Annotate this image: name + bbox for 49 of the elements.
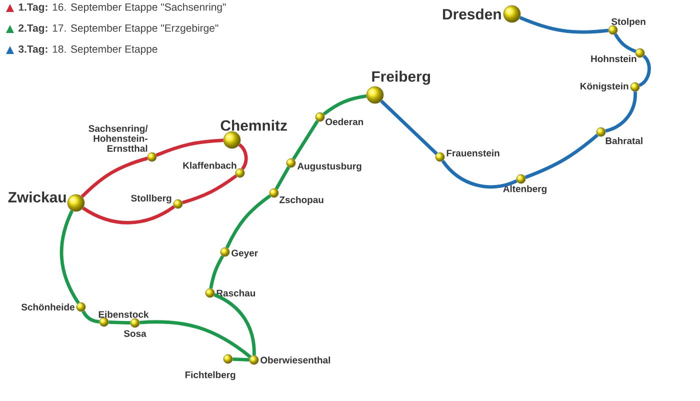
route-line [82, 310, 100, 324]
route-line [638, 54, 651, 87]
town-name: Stolpen [611, 18, 646, 27]
town-name: Frauenstein [446, 150, 500, 156]
town-name: Oederan [326, 118, 364, 126]
route-line [225, 194, 272, 248]
route-line [182, 174, 238, 204]
town-name: Altenberg [503, 185, 546, 194]
route-line [140, 320, 252, 358]
route-line [60, 210, 80, 304]
town-name: Sosa [124, 330, 146, 337]
town-name: Zschopau [279, 196, 324, 206]
route-line [292, 120, 319, 160]
legend-text: 1.Tag: 16. September Etappe "Sachsenring" [18, 3, 226, 13]
route-line [322, 94, 367, 116]
route-line [441, 160, 518, 188]
route-line [238, 143, 248, 170]
town-name: Stollberg [131, 194, 172, 204]
legend-text: 3.Tag: 18. September Etappe [18, 45, 158, 55]
town-name: Augustusburg [297, 162, 362, 172]
town-name: Raschau [216, 290, 256, 296]
route-line [209, 255, 224, 289]
route-line [80, 156, 148, 198]
town-name: Königstein [580, 82, 628, 92]
town-name: Eibenstock [98, 310, 149, 318]
town-name: Sachsenring/ Hohenstein-Ernstthal [88, 124, 148, 152]
route-line [214, 293, 256, 356]
route-line [605, 92, 637, 133]
route-line [524, 134, 599, 179]
town-name: Bahratal [606, 137, 642, 144]
town-name: Hohnstein [591, 55, 636, 62]
route-line [82, 205, 176, 224]
town-name: Dresden [443, 8, 501, 20]
town-name: Fichtelberg [185, 371, 236, 380]
town-name: Schönheide [21, 304, 74, 310]
route-line [108, 320, 130, 325]
town-name: Geyer [232, 250, 258, 258]
route-line [519, 16, 608, 34]
route-line [156, 138, 224, 157]
town-name: Oberwiesenthal [260, 356, 330, 364]
route-line [232, 358, 250, 362]
town-name: Klaffenbach [183, 162, 236, 169]
route-line [614, 33, 636, 53]
town-name: Freiberg [372, 70, 430, 85]
route-line [274, 166, 290, 190]
town-name: Chemnitz [220, 120, 287, 131]
town-name: Zwickau [8, 192, 66, 202]
legend-text: 2.Tag: 17. September Etappe "Erzgebirge" [18, 24, 218, 34]
route-line [380, 100, 438, 155]
